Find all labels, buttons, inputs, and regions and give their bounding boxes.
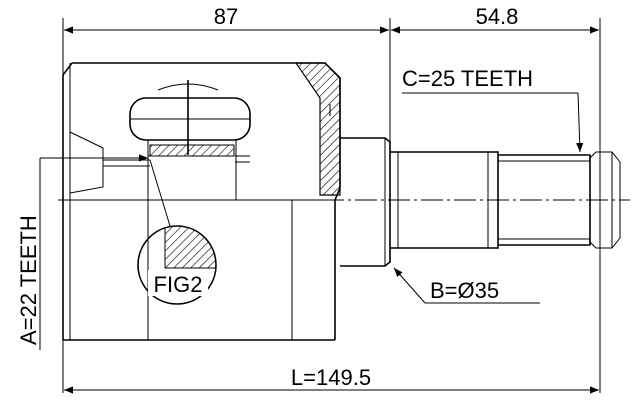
housing-mouth (69, 131, 150, 194)
callout-c-label: C=25 TEETH (402, 66, 533, 91)
dimension-87-label: 87 (214, 4, 238, 29)
dimension-87: 87 (64, 4, 389, 34)
dimension-54-8-label: 54.8 (476, 4, 519, 29)
dimension-54-8: 54.8 (391, 4, 599, 34)
fig2-label: FIG2 (154, 272, 203, 297)
fig2-detail: FIG2 (137, 159, 217, 305)
callout-c-teeth: C=25 TEETH (402, 66, 584, 153)
callout-b-diameter: B=Ø35 (393, 267, 540, 304)
stem-shaft (340, 137, 621, 267)
overall-length-label: L=149.5 (291, 365, 371, 390)
callout-a-teeth: A=22 TEETH (16, 154, 148, 350)
callout-a-label: A=22 TEETH (16, 215, 41, 345)
outer-housing (62, 62, 341, 341)
callout-b-label: B=Ø35 (430, 278, 499, 303)
tripod-spider (129, 80, 251, 201)
dimension-overall-length: L=149.5 (64, 365, 599, 394)
